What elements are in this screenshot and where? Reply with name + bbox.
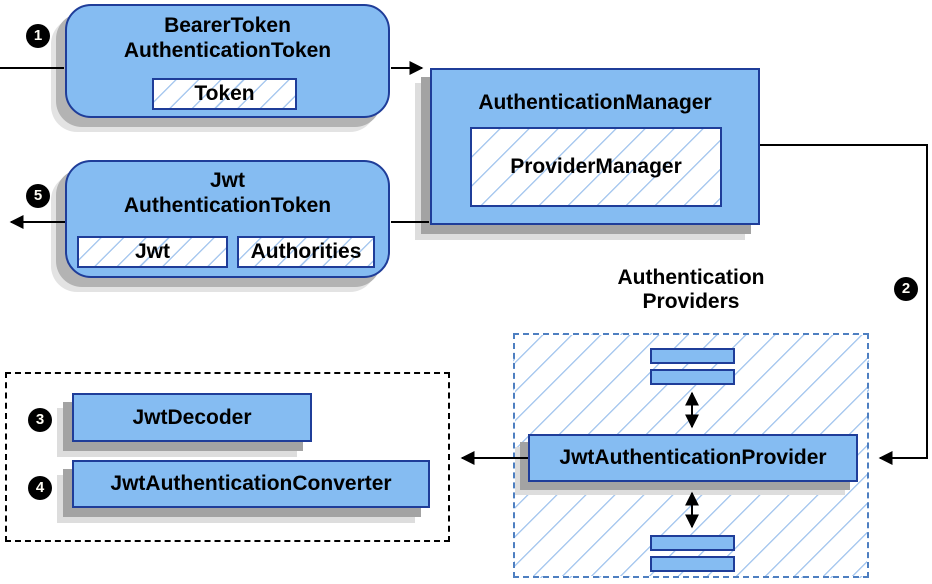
provider-placeholder-rect-bottom-2: [650, 556, 735, 572]
token-field: Token: [152, 78, 297, 110]
bearer-token-title-line1: BearerToken: [164, 14, 291, 37]
jwt-authentication-provider-node: JwtAuthenticationProvider: [528, 434, 858, 482]
jwt-field: Jwt: [77, 236, 228, 268]
bearer-token-title-line2: AuthenticationToken: [123, 39, 332, 62]
jwt-token-title-line2: AuthenticationToken: [123, 194, 332, 217]
provider-manager-field: ProviderManager: [470, 127, 722, 207]
bearer-token-title: BearerToken AuthenticationToken: [67, 6, 388, 63]
step-badge-4: 4: [28, 476, 52, 500]
authorities-field: Authorities: [237, 236, 375, 268]
provider-placeholder-rect-top-2: [650, 369, 735, 385]
step-badge-2: 2: [894, 277, 918, 301]
bearer-token-authentication-token-node: BearerToken AuthenticationToken Token: [65, 4, 390, 118]
authentication-manager-node: AuthenticationManager ProviderManager: [430, 68, 760, 225]
jwt-decoder-node: JwtDecoder: [72, 393, 312, 442]
step-badge-5: 5: [26, 184, 50, 208]
authentication-providers-title-line2: Providers: [642, 290, 740, 313]
jwt-token-title: Jwt AuthenticationToken: [67, 162, 388, 218]
jwt-authentication-converter-node: JwtAuthenticationConverter: [72, 460, 430, 508]
jwt-token-title-line1: Jwt: [209, 169, 245, 192]
step-badge-3: 3: [28, 408, 52, 432]
step-badge-1: 1: [26, 24, 50, 48]
provider-placeholder-rect-top-1: [650, 348, 735, 364]
authentication-providers-title-line1: Authentication: [617, 266, 765, 289]
authentication-providers-title: Authentication Providers: [561, 266, 821, 314]
jwt-authentication-token-node: Jwt AuthenticationToken Jwt Authorities: [65, 160, 390, 278]
provider-placeholder-rect-bottom-1: [650, 535, 735, 551]
authentication-manager-title: AuthenticationManager: [478, 91, 712, 114]
